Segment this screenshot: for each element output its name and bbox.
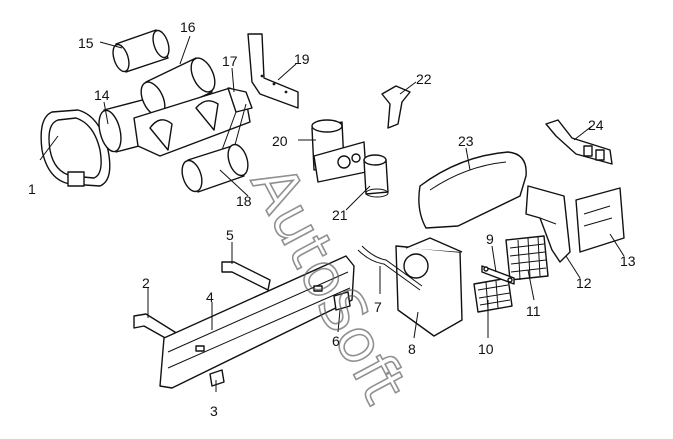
part-4-beam [159, 255, 355, 389]
leader-15 [99, 41, 123, 49]
callout-2: 2 [142, 275, 150, 291]
callout-6: 6 [332, 333, 340, 349]
part-11-grille [505, 235, 549, 281]
callout-24: 24 [588, 117, 604, 133]
callout-17: 17 [222, 53, 238, 69]
callout-22: 22 [416, 71, 432, 87]
callout-18: 18 [236, 193, 252, 209]
leader-lines [39, 35, 625, 392]
part-7-pipe [357, 245, 423, 291]
leader-6 [337, 309, 341, 333]
callout-23: 23 [458, 133, 474, 149]
leader-22 [399, 81, 417, 95]
leader-12 [565, 255, 581, 279]
part-22-small-bracket [381, 85, 411, 129]
callout-11: 11 [526, 303, 541, 319]
leader-19 [277, 63, 297, 81]
callout-20: 20 [272, 133, 288, 149]
leader-16 [179, 35, 191, 65]
callout-15: 15 [78, 35, 94, 51]
callout-8: 8 [408, 341, 416, 357]
part-19-vertical-bracket [247, 33, 299, 109]
part-21-filter [363, 154, 389, 198]
callout-19: 19 [294, 51, 310, 67]
leader-21 [345, 185, 371, 211]
callout-labels: 1 2 3 4 5 6 7 8 9 10 11 12 13 14 15 16 1… [28, 19, 636, 419]
leader-14 [103, 101, 109, 125]
leader-11 [527, 269, 535, 301]
part-9-link [481, 265, 515, 285]
part-8-box-housing [395, 237, 463, 337]
callout-10: 10 [478, 341, 494, 357]
callout-7: 7 [374, 299, 382, 315]
part-10-small-grille [473, 277, 513, 313]
part-1-strap [40, 109, 111, 187]
part-5-strap-bracket [221, 261, 271, 291]
leader-24 [573, 125, 593, 141]
callout-4: 4 [206, 289, 214, 305]
part-6-clip [333, 291, 351, 311]
part-23-cover [418, 151, 527, 229]
leader-8 [413, 311, 419, 339]
part-24-clamp-bracket [545, 119, 613, 165]
leader-9 [491, 245, 497, 273]
leader-13 [609, 233, 625, 257]
callout-5: 5 [226, 227, 234, 243]
leader-18 [219, 169, 249, 197]
callout-16: 16 [180, 19, 196, 35]
leader-1 [39, 135, 59, 161]
leader-17 [231, 67, 235, 93]
callout-21: 21 [332, 207, 348, 223]
part-3-clip [209, 369, 225, 387]
callout-14: 14 [94, 87, 110, 103]
leader-23 [465, 147, 471, 171]
part-20-valve [311, 119, 367, 183]
callout-12: 12 [576, 275, 592, 291]
callout-13: 13 [620, 253, 636, 269]
part-13-rear-panel [575, 187, 625, 253]
part-15-small-tank [112, 29, 170, 73]
callout-3: 3 [210, 403, 218, 419]
part-18-drum [181, 143, 249, 193]
callout-1: 1 [28, 181, 36, 197]
callout-9: 9 [486, 231, 494, 247]
part-12-side-bracket [525, 185, 571, 263]
